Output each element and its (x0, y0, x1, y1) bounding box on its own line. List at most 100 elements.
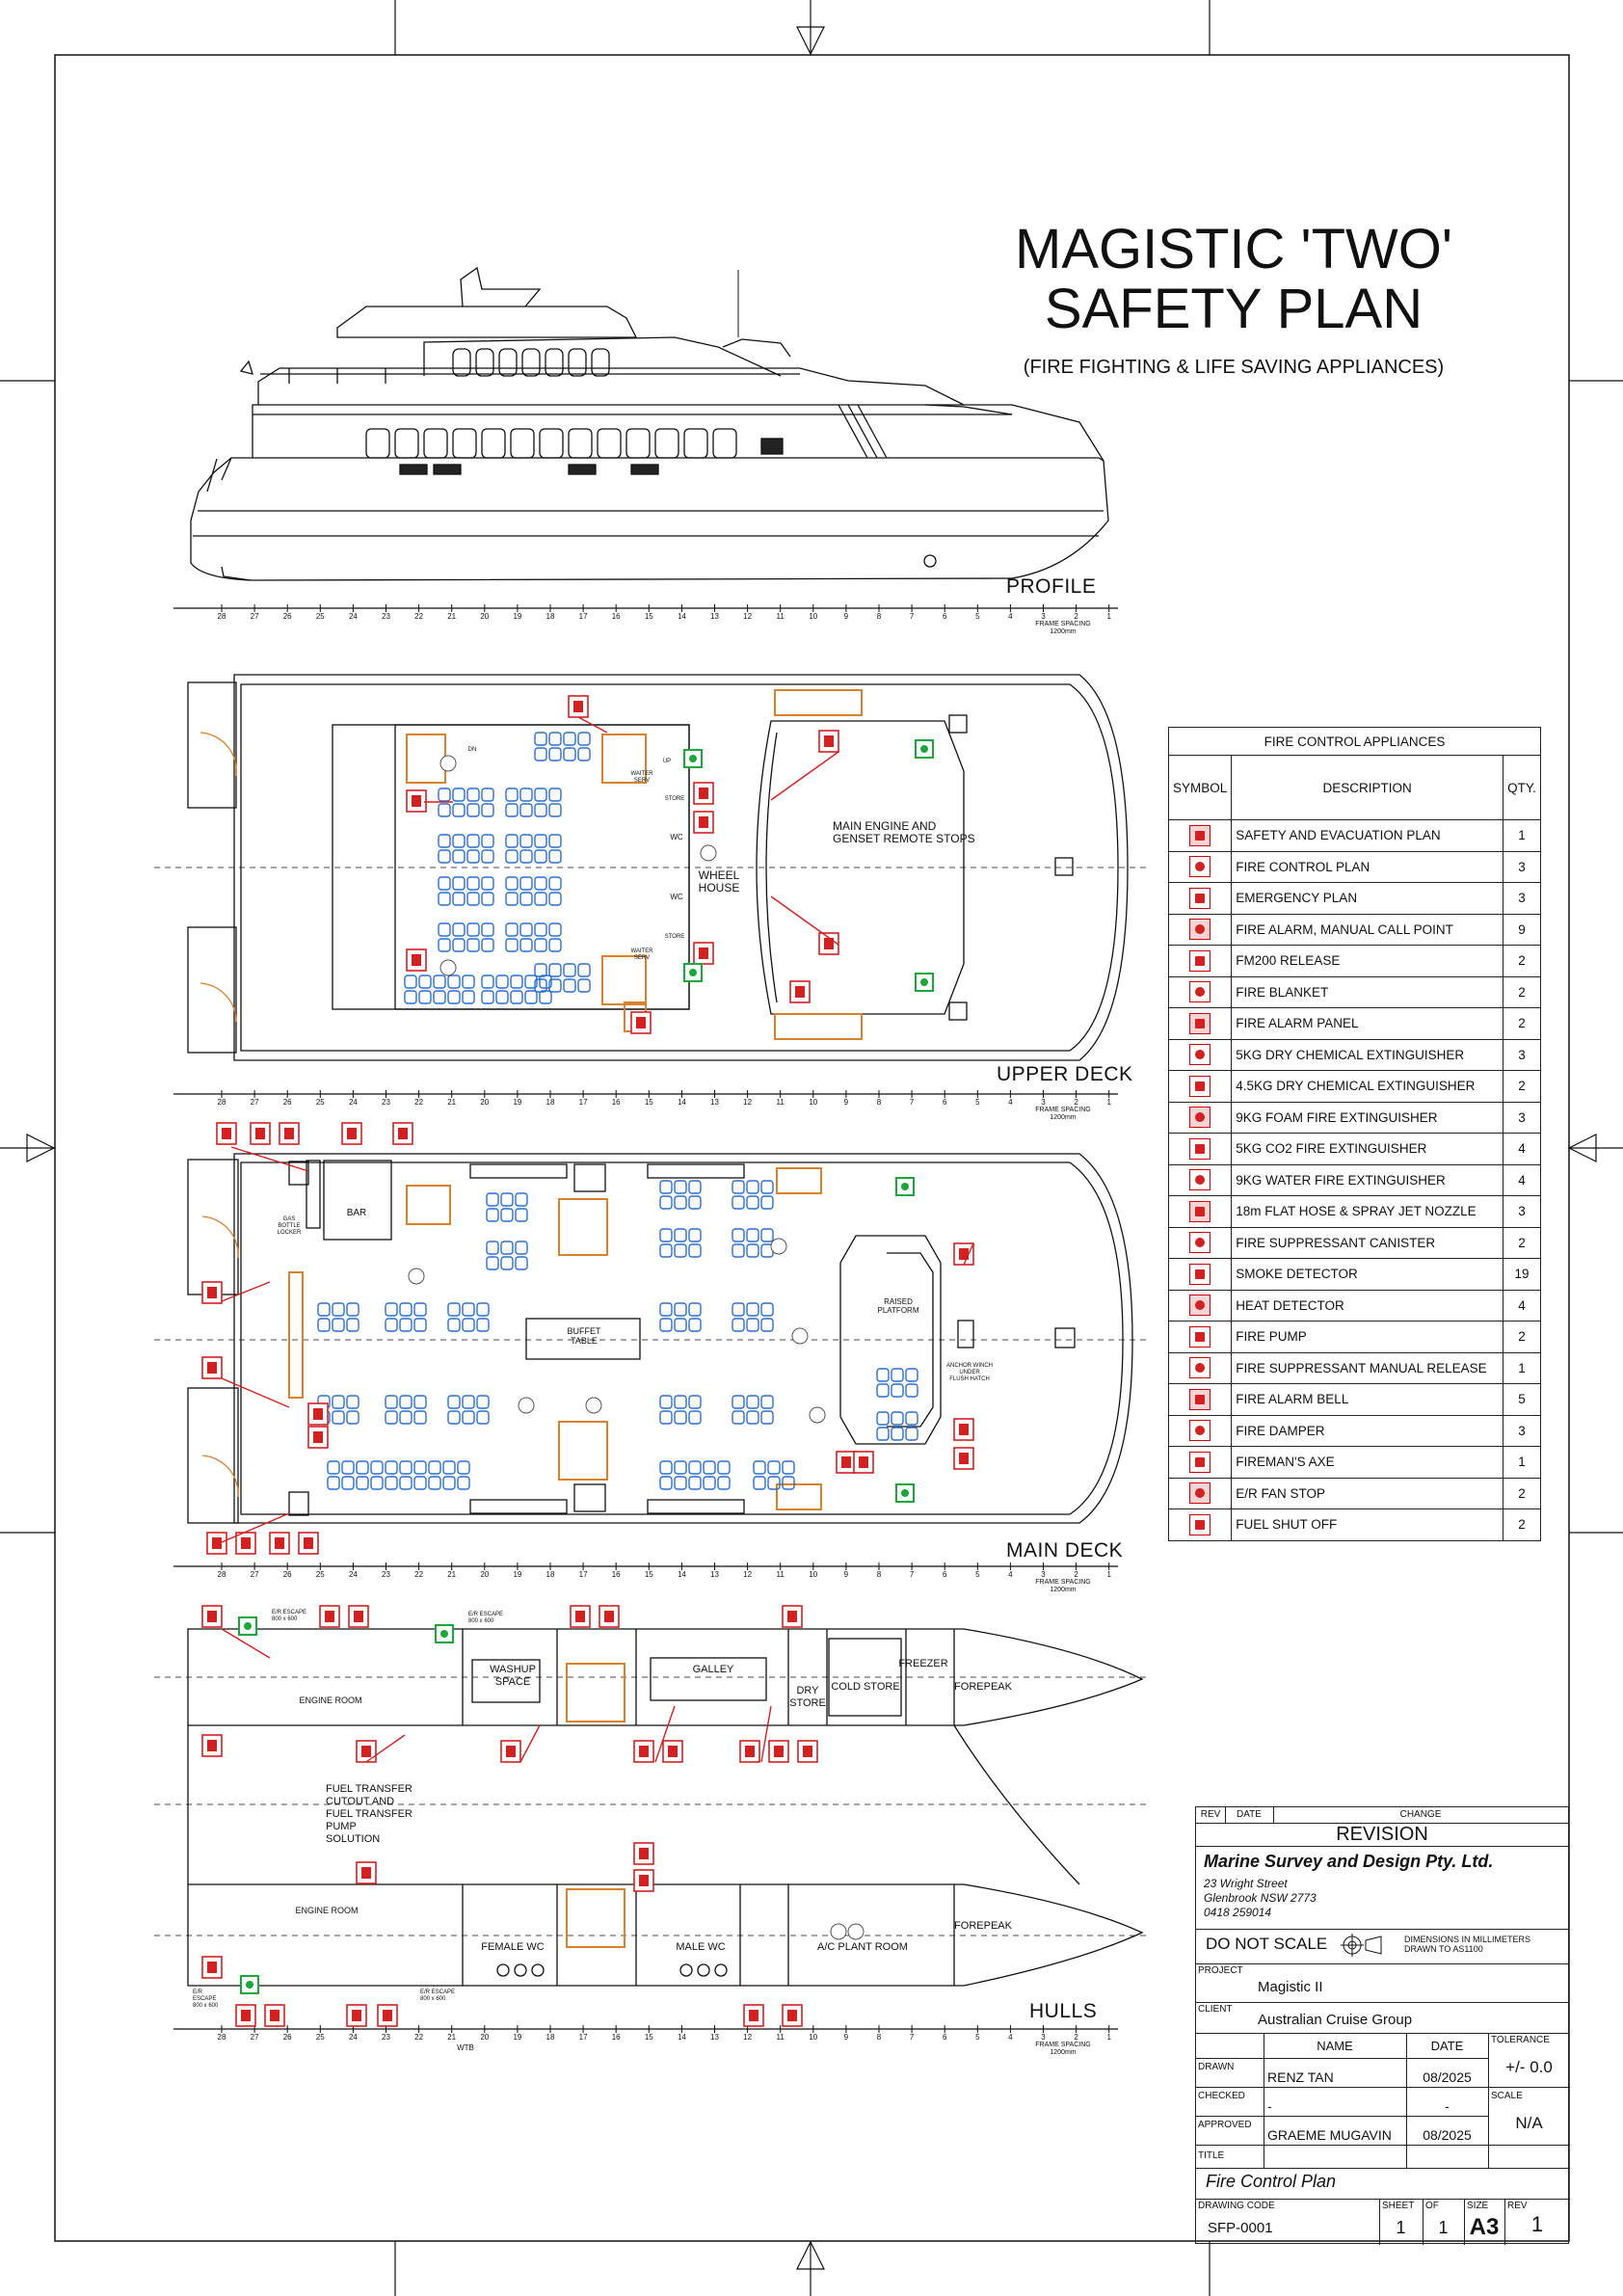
seat (688, 1460, 702, 1475)
seat (732, 1302, 745, 1317)
frame-number: 19 (513, 1098, 522, 1107)
frame-number: 13 (710, 2033, 719, 2042)
sheet-value: 1 (1396, 2218, 1406, 2237)
store-label: STORE (664, 934, 685, 940)
stair-down-label: DN (467, 747, 477, 753)
seat (563, 963, 576, 977)
seat (466, 876, 480, 891)
seat (447, 1318, 461, 1332)
buffet-table-label: BUFFET TABLE (567, 1326, 601, 1346)
wheel-house-label: WHEEL HOUSE (698, 868, 740, 894)
seat (519, 803, 533, 817)
frame-number: 15 (644, 612, 653, 621)
seat (438, 876, 451, 891)
seat (674, 1228, 687, 1242)
legend-col-qty: QTY. (1503, 755, 1541, 820)
seat (346, 1395, 359, 1409)
seat (703, 1476, 716, 1490)
seat (519, 788, 533, 802)
frame-number: 23 (382, 1098, 390, 1107)
smoke-detector-icon (700, 844, 717, 862)
seat (505, 938, 519, 952)
alarm-wiring-line (770, 751, 839, 801)
frame-number: 28 (217, 612, 226, 621)
seat (674, 1180, 687, 1194)
seat (760, 1195, 774, 1210)
seat (746, 1228, 759, 1242)
seat (732, 1395, 745, 1409)
frame-number: 12 (743, 612, 753, 621)
seat (327, 1460, 340, 1475)
seat (413, 1476, 427, 1490)
fire-damper-dot (920, 745, 928, 753)
fire-equipment-symbol-fill (699, 948, 708, 959)
seat (486, 1208, 499, 1222)
anchor-winch-label: ANCHOR WINCH UNDER FLUSH HATCH (946, 1363, 993, 1382)
seat (481, 974, 494, 989)
seat (317, 1302, 331, 1317)
frame-number: 1 (1106, 2033, 1111, 2042)
fire-blanket-icon (1189, 981, 1211, 1003)
seat (659, 1318, 673, 1332)
frame-number: 28 (217, 1570, 226, 1579)
legend-symbol-cell (1167, 882, 1233, 915)
frame-number: 22 (414, 2033, 424, 2042)
seat (442, 1460, 456, 1475)
legend-title: FIRE CONTROL APPLIANCES (1168, 727, 1541, 756)
frame-spacing-note: FRAME SPACING 1200mm (1035, 1107, 1091, 1121)
co2-extinguisher-icon (1189, 1137, 1211, 1160)
fire-equipment-symbol-fill (207, 1740, 217, 1751)
legend-qty: 3 (1503, 882, 1541, 915)
fire-equipment-symbol-fill (241, 1537, 251, 1549)
seat (515, 1208, 528, 1222)
legend-symbol-cell (1167, 1163, 1233, 1196)
fire-equipment-symbol-fill (506, 1746, 516, 1757)
frame-number: 20 (480, 2033, 490, 2042)
seat (891, 1368, 904, 1382)
seat (548, 892, 562, 906)
frame-number: 26 (282, 1570, 292, 1579)
seat (519, 938, 533, 952)
seat (495, 990, 509, 1004)
frame-ticks (221, 604, 1110, 2033)
alarm-wiring-line (963, 1242, 974, 1266)
legend-description: 5KG DRY CHEMICAL EXTINGUISHER (1231, 1038, 1503, 1071)
flat-hose-icon (1189, 1200, 1211, 1222)
seat (452, 834, 466, 848)
fire-equipment-symbol-fill (959, 1453, 969, 1464)
fire-damper-dot (689, 755, 697, 762)
seat (476, 1395, 490, 1409)
legend-symbol-cell (1167, 1195, 1233, 1228)
name-col-label: NAME (1317, 2039, 1353, 2053)
seat (418, 990, 432, 1004)
gas-bottle-locker-label: GAS BOTTLE LOCKER (277, 1216, 302, 1236)
seat (767, 1476, 781, 1490)
seat (433, 990, 446, 1004)
seat (534, 788, 547, 802)
seat (447, 974, 461, 989)
seat (519, 849, 533, 864)
seat (413, 1395, 427, 1409)
fan-stop-icon (1189, 1482, 1211, 1505)
fire-equipment-symbol-fill (270, 2010, 279, 2021)
legend-qty: 19 (1503, 1258, 1541, 1291)
seat (486, 1256, 499, 1270)
firemans-axe-icon (1189, 1451, 1211, 1473)
seat (524, 990, 538, 1004)
seat (659, 1302, 673, 1317)
fire-equipment-symbol-fill (352, 2010, 361, 2021)
alarm-wiring-line (577, 716, 608, 734)
er-escape-label: E/R ESCAPE 800 x 600 (272, 1610, 307, 1622)
legend-symbol-cell (1167, 1508, 1233, 1541)
foam-extinguisher-icon (1189, 1107, 1211, 1129)
legend-description: FM200 RELEASE (1231, 945, 1503, 977)
emergency-plan-icon (1189, 887, 1211, 909)
seat (462, 1302, 475, 1317)
frame-number: 22 (414, 1570, 424, 1579)
fire-equipment-symbol-fill (803, 1746, 812, 1757)
frame-number: 11 (776, 1570, 785, 1579)
title-label: TITLE (1198, 2150, 1225, 2161)
